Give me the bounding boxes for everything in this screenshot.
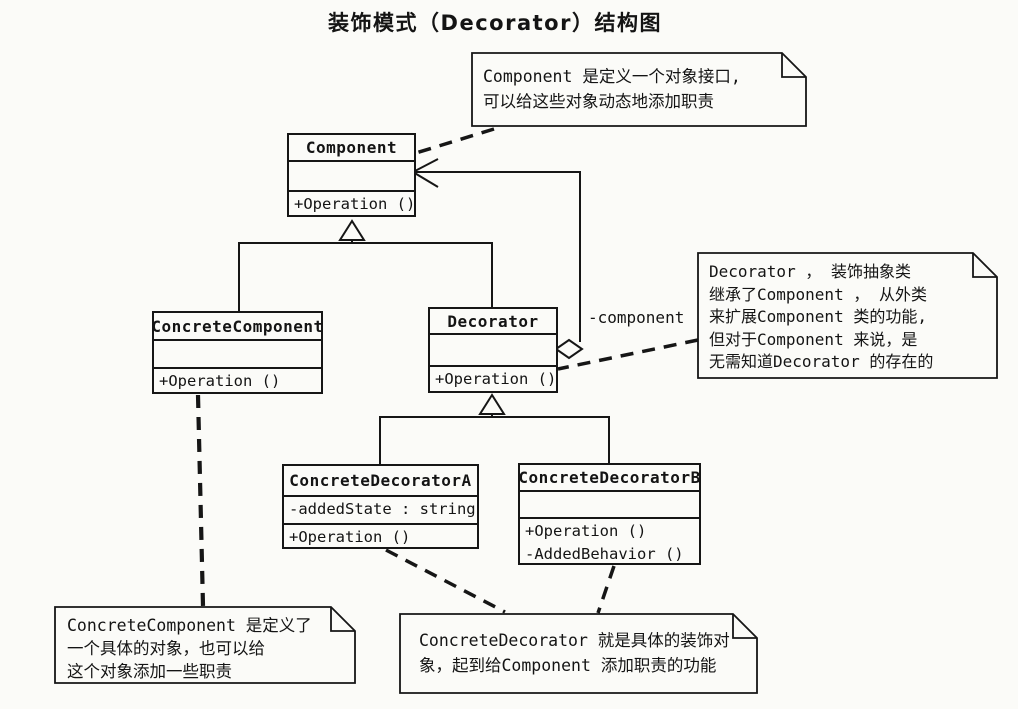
class-operations: +Operation () xyxy=(154,369,321,392)
class-name: ConcreteDecoratorB xyxy=(518,465,700,492)
class-attributes xyxy=(520,492,699,519)
dashed-link-note-decorator-b xyxy=(596,565,616,614)
note-line: 无需知道Decorator 的存在的 xyxy=(709,352,934,372)
operation: +Operation () xyxy=(435,370,557,388)
dashed-link-note-concrete-component xyxy=(195,394,206,607)
operation: +Operation () xyxy=(159,372,281,390)
dashed-link-note-component xyxy=(415,127,495,155)
note-decorator-shape xyxy=(697,252,998,379)
operation: +Operation () xyxy=(525,522,647,540)
note-line: ConcreteComponent 是定义了 xyxy=(67,616,312,635)
class-box-concrete-decorator-a: ConcreteDecoratorA -addedState : string … xyxy=(282,464,479,549)
note-concrete-decorator-shape xyxy=(399,613,758,694)
note-line: Decorator ， 装饰抽象类 xyxy=(709,262,911,281)
note-component-text: Component 是定义一个对象接口, 可以给这些对象动态地添加职责 xyxy=(483,64,741,114)
operation: +Operation () xyxy=(289,528,411,546)
note-line: Component 是定义一个对象接口, xyxy=(483,67,741,86)
note-line: 继承了Component ， 从外类 xyxy=(709,284,927,304)
class-operations: +Operation () xyxy=(284,525,477,548)
class-operations: +Operation () xyxy=(289,192,416,215)
dashed-link-note-decorator xyxy=(557,338,699,371)
note-concrete-component-fold-icon xyxy=(330,607,355,632)
diagram-title: 装饰模式（Decorator）结构图 xyxy=(328,11,662,35)
note-concrete-component-text: ConcreteComponent 是定义了 一个具体的对象，也可以给 这个对象… xyxy=(67,614,312,683)
note-component-fold-icon xyxy=(781,53,806,78)
inheritance-triangle-icon-decorator xyxy=(478,393,506,415)
class-box-concrete-decorator-b: ConcreteDecoratorB +Operation () -AddedB… xyxy=(518,463,701,565)
class-box-concrete-component: ConcreteComponent +Operation () xyxy=(151,311,323,394)
note-concrete-decorator-text: ConcreteDecorator 就是具体的装饰对 象，起到给Componen… xyxy=(419,628,730,678)
class-attributes xyxy=(430,335,556,367)
inheritance-bus-decorator xyxy=(379,414,610,464)
class-name: Decorator xyxy=(430,309,556,335)
class-attributes: -addedState : string xyxy=(284,497,477,525)
class-attributes xyxy=(154,341,321,369)
inheritance-triangle-icon-component xyxy=(338,219,366,241)
note-concrete-decorator-fold-icon xyxy=(732,614,757,639)
class-operations: +Operation () -AddedBehavior () xyxy=(520,519,699,565)
note-line: 可以给这些对象动态地添加职责 xyxy=(483,92,714,111)
dashed-link-note-decorator-a xyxy=(385,548,506,614)
class-box-decorator: Decorator +Operation () xyxy=(428,307,558,393)
note-decorator-text: Decorator ， 装饰抽象类 继承了Component ， 从外类 来扩展… xyxy=(709,261,933,374)
note-line: ConcreteDecorator 就是具体的装饰对 xyxy=(419,631,730,650)
association-component-line xyxy=(414,171,581,342)
class-name: Component xyxy=(289,135,414,162)
operation: -AddedBehavior () xyxy=(525,545,684,563)
aggregation-diamond-icon xyxy=(554,338,584,360)
note-line: 象，起到给Component 添加职责的功能 xyxy=(419,656,717,675)
association-role-label: -component xyxy=(588,308,685,327)
note-component-shape xyxy=(471,52,807,127)
note-concrete-component-shape xyxy=(54,606,356,684)
note-decorator-fold-icon xyxy=(972,253,997,278)
class-name: ConcreteDecoratorA xyxy=(284,466,477,497)
note-line: 来扩展Component 类的功能, xyxy=(709,307,927,327)
attribute: -addedState : string xyxy=(289,500,476,518)
operation: +Operation () xyxy=(294,195,416,213)
note-line: 这个对象添加一些职责 xyxy=(67,662,232,681)
class-box-component: Component +Operation () xyxy=(287,133,416,217)
class-name: ConcreteComponent xyxy=(151,313,323,341)
inheritance-bus-component xyxy=(238,240,493,311)
note-line: 一个具体的对象，也可以给 xyxy=(67,639,265,658)
class-operations: +Operation () xyxy=(430,367,556,391)
note-line: 但对于Component 来说，是 xyxy=(709,329,918,349)
class-attributes xyxy=(289,162,414,192)
